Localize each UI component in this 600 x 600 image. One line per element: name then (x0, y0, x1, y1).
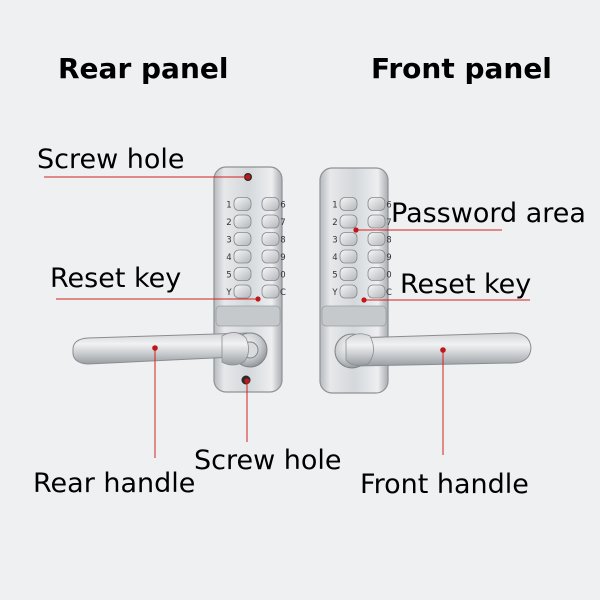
front-key-label-6: 6 (386, 201, 391, 211)
front-handle (348, 332, 532, 367)
front-key-label-1: 1 (332, 201, 337, 211)
rear-key-label-4: 4 (226, 253, 231, 263)
rear-key-y (233, 284, 252, 299)
front-key-0 (367, 267, 386, 281)
front-key-8 (367, 232, 386, 246)
rear-handle-neck (221, 332, 249, 366)
rear-screw-hole-label: Screw hole (37, 144, 185, 175)
rear-screw-hole-dot (245, 174, 251, 180)
front-handle-label: Front handle (360, 469, 529, 500)
rear-handle-label: Rear handle (33, 468, 196, 499)
rear-key-label-5: 5 (226, 271, 231, 281)
front-key-3 (339, 232, 358, 246)
front-keypad: 1 6 2 7 3 8 4 9 5 0Y C (331, 197, 392, 299)
front-key-7 (367, 214, 386, 229)
front-key-9 (367, 249, 386, 264)
front-handle-dot (440, 347, 446, 353)
front-key-label-y: Y (331, 288, 338, 298)
front-key-label-7: 7 (386, 218, 391, 228)
front-key-label-c: C (386, 288, 392, 298)
front-lock-panel: 1 6 2 7 3 8 4 9 5 0Y C (319, 167, 532, 394)
bottom-screw-hole-label: Screw hole (194, 445, 342, 476)
front-panel-title: Front panel (371, 52, 552, 85)
callout-dots (152, 174, 446, 384)
rear-key-2 (233, 214, 252, 229)
rear-key-label-0: 0 (280, 271, 285, 281)
front-reset-key-dot (361, 297, 367, 303)
rear-key-c (261, 284, 280, 299)
rear-key-0 (261, 267, 280, 281)
front-reset-key-label: Reset key (400, 269, 532, 300)
front-handle-neck (345, 333, 374, 366)
front-key-label-9: 9 (386, 253, 391, 263)
front-key-label-5: 5 (332, 271, 337, 281)
rear-key-1 (233, 197, 252, 211)
rear-key-5 (233, 267, 252, 281)
rear-key-label-2: 2 (226, 218, 231, 228)
rear-key-label-8: 8 (280, 236, 285, 246)
password-area-dot (353, 227, 359, 233)
rear-key-4 (233, 249, 252, 264)
rear-reset-key-label: Reset key (50, 263, 182, 294)
front-plate-lower-boss (321, 305, 387, 327)
front-key-4 (339, 249, 358, 264)
rear-key-6 (261, 197, 280, 211)
rear-key-label-3: 3 (226, 236, 231, 246)
rear-keypad: 1 6 2 7 3 8 4 9 5 0Y C (225, 197, 286, 299)
rear-key-label-7: 7 (280, 218, 285, 228)
front-key-5 (339, 267, 358, 281)
rear-key-label-y: Y (225, 288, 232, 298)
rear-lock-panel: 1 6 2 7 3 8 4 9 5 0Y C (72, 166, 286, 393)
rear-key-label-9: 9 (280, 253, 285, 263)
front-key-1 (339, 197, 358, 211)
rear-reset-key-dot (255, 296, 261, 302)
rear-handle-dot (152, 345, 158, 351)
front-key-6 (367, 197, 386, 211)
front-key-label-2: 2 (332, 218, 337, 228)
rear-key-7 (261, 214, 280, 229)
rear-key-9 (261, 249, 280, 264)
front-key-label-3: 3 (332, 236, 337, 246)
callout-lines (44, 176, 530, 458)
rear-key-label-1: 1 (226, 201, 231, 211)
front-key-y (339, 284, 358, 299)
front-key-c (367, 284, 386, 299)
rear-panel-title: Rear panel (58, 52, 229, 85)
password-area-label: Password area (391, 198, 586, 229)
front-key-2 (339, 214, 358, 229)
rear-key-3 (233, 232, 252, 246)
front-key-label-8: 8 (386, 236, 391, 246)
rear-key-8 (261, 232, 280, 246)
rear-key-label-6: 6 (280, 201, 285, 211)
front-key-label-0: 0 (386, 271, 391, 281)
front-key-label-4: 4 (332, 253, 337, 263)
bottom-screw-hole-dot (244, 378, 250, 384)
rear-plate-lower-boss (215, 305, 281, 327)
rear-key-label-c: C (280, 288, 286, 298)
